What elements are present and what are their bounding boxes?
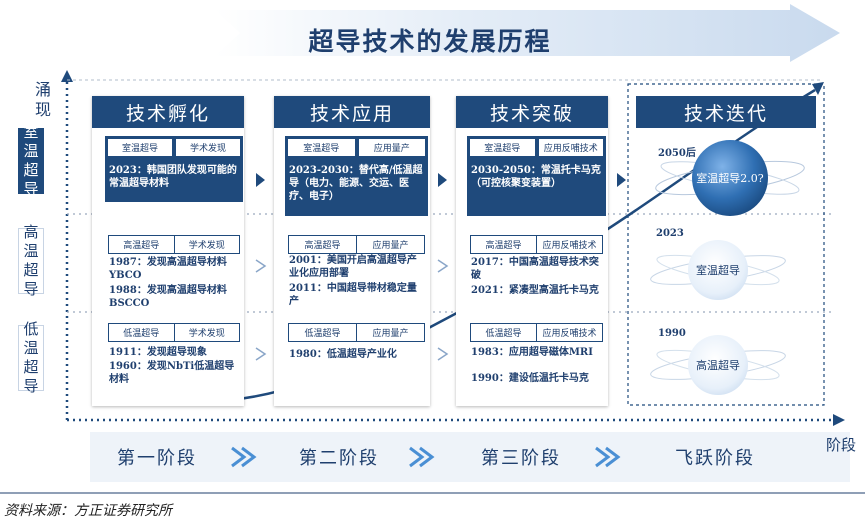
event-text: 1987：发现高温超导材料YBCO — [109, 257, 227, 281]
tag-type: 学术发现 — [176, 139, 240, 156]
stage-chevron-3a — [595, 446, 611, 468]
tag-category: 低温超导 — [471, 324, 537, 341]
tag-type: 应用反哺技术 — [537, 324, 602, 341]
phase-title-4: 技术迭代 — [636, 96, 816, 128]
chevron-dark-2 — [438, 173, 447, 187]
chevron-outline-4 — [437, 347, 449, 361]
row-label-high-temp: 高温超导 — [18, 223, 44, 298]
event-card-low-temp: 低温超导 应用反哺技术 1983：应用超导磁体MRI 1990：建设低温托卡马克 — [467, 320, 606, 400]
card-tags: 高温超导 学术发现 — [108, 235, 240, 254]
stage-chevron-1b — [241, 446, 257, 468]
milestone-label: 室温超导 — [696, 264, 740, 277]
source-note: 资料来源：方正证券研究所 — [4, 503, 172, 519]
header-arrow — [215, 4, 840, 62]
tag-category: 低温超导 — [109, 324, 175, 341]
event-text: 2001：美国开启高温超导产业化应用部署 — [289, 255, 417, 279]
x-axis-arrowhead — [833, 414, 845, 426]
milestone-year: 1990 — [658, 328, 686, 339]
stage-chevron-3b — [605, 446, 621, 468]
row-label-room-temp: 室温超导 — [18, 123, 44, 198]
sphere-room-temp-2 — [692, 140, 768, 216]
tag-type: 应用量产 — [357, 324, 424, 341]
card-tags: 高温超导 应用反哺技术 — [470, 235, 603, 254]
row-label-low-temp: 低温超导 — [18, 320, 44, 395]
tag-category: 室温超导 — [288, 139, 355, 156]
page-title: 超导技术的发展历程 — [308, 27, 552, 56]
card-tags: 室温超导 学术发现 — [108, 139, 240, 156]
x-axis-label: 阶段 — [826, 436, 857, 454]
tag-type: 学术发现 — [174, 236, 239, 253]
tag-category: 高温超导 — [289, 236, 357, 253]
phase-4-frame — [627, 83, 825, 406]
tag-category: 高温超导 — [109, 236, 175, 253]
card-tags: 室温超导 应用量产 — [288, 139, 425, 156]
chevron-outline-3 — [255, 347, 267, 361]
stage-label-4: 飞跃阶段 — [675, 448, 755, 469]
event-card-room-temp: 室温超导 学术发现 2023：韩国团队发现可能的常温超导材料 — [105, 136, 243, 202]
event-card-low-temp: 低温超导 学术发现 1911：发现超导现象 1960：发现NbTi低温超导材料 — [105, 320, 243, 400]
event-text: 1983：应用超导磁体MRI — [471, 347, 593, 358]
phase-title: 技术孵化 — [92, 96, 244, 128]
y-axis-arrowhead — [61, 70, 73, 82]
event-text: 2023：韩国团队发现可能的常温超导材料 — [109, 165, 237, 189]
event-text: 1960：发现NbTi低温超导材料 — [109, 361, 235, 385]
tag-type: 应用反哺技术 — [538, 139, 603, 156]
sphere-high-temp — [688, 335, 748, 395]
stage-label-3: 第三阶段 — [481, 448, 561, 469]
tag-category: 室温超导 — [470, 139, 535, 156]
milestone-label: 室温超导2.0? — [696, 172, 764, 185]
phase-card-2: 技术应用 室温超导 应用量产 2023-2030：替代高/低温超导（电力、能源、… — [274, 96, 430, 406]
event-text: 2030-2050：常温托卡马克（可控核聚变装置） — [471, 165, 601, 189]
event-text: 2011：中国超导带材稳定量产 — [289, 283, 417, 307]
event-card-high-temp: 高温超导 学术发现 1987：发现高温超导材料YBCO 1988：发现高温超导材… — [105, 232, 243, 314]
chevron-outline-1 — [255, 259, 267, 273]
phase-title: 技术应用 — [274, 96, 430, 128]
growth-curve-arrowhead — [812, 82, 824, 95]
tag-type: 应用反哺技术 — [537, 236, 602, 253]
card-tags: 低温超导 学术发现 — [108, 323, 240, 342]
event-text: 1911：发现超导现象 — [109, 347, 207, 358]
stage-band — [90, 432, 850, 482]
card-tags: 高温超导 应用量产 — [288, 235, 425, 254]
tag-category: 低温超导 — [289, 324, 357, 341]
milestone-label: 高温超导 — [696, 359, 740, 372]
card-tags: 低温超导 应用反哺技术 — [470, 323, 603, 342]
stage-label-1: 第一阶段 — [117, 448, 197, 469]
sphere-room-temp — [688, 240, 748, 300]
event-text: 1980：低温超导产业化 — [289, 349, 397, 360]
event-card-room-temp: 室温超导 应用反哺技术 2030-2050：常温托卡马克（可控核聚变装置） — [467, 136, 606, 216]
phase-card-3: 技术突破 室温超导 应用反哺技术 2030-2050：常温托卡马克（可控核聚变装… — [456, 96, 608, 406]
phase-card-1: 技术孵化 室温超导 学术发现 2023：韩国团队发现可能的常温超导材料 高温超导… — [92, 96, 244, 406]
chevron-dark-1 — [256, 173, 265, 187]
tag-type: 应用量产 — [358, 139, 425, 156]
event-card-high-temp: 高温超导 应用量产 2001：美国开启高温超导产业化应用部署 2011：中国超导… — [285, 232, 428, 314]
chevron-dark-3 — [617, 173, 626, 187]
milestone-year: 2050后 — [658, 148, 696, 159]
event-text: 1988：发现高温超导材料BSCCO — [109, 285, 227, 309]
stage-chevron-2b — [419, 446, 435, 468]
phase-title: 技术突破 — [456, 96, 608, 128]
stage-chevron-2a — [409, 446, 425, 468]
event-text: 2017：中国高温超导技术突破 — [471, 257, 599, 281]
tag-type: 学术发现 — [174, 324, 239, 341]
event-card-high-temp: 高温超导 应用反哺技术 2017：中国高温超导技术突破 2021：紧凑型高温托卡… — [467, 232, 606, 314]
event-card-low-temp: 低温超导 应用量产 1980：低温超导产业化 — [285, 320, 428, 400]
card-tags: 室温超导 应用反哺技术 — [470, 139, 603, 156]
y-axis-label: 涌现 — [34, 80, 51, 119]
chevron-outline-2 — [437, 259, 449, 273]
card-tags: 低温超导 应用量产 — [288, 323, 425, 342]
tag-category: 室温超导 — [108, 139, 172, 156]
stage-chevron-1a — [231, 446, 247, 468]
milestone-year: 2023 — [656, 228, 684, 239]
tag-type: 应用量产 — [357, 236, 424, 253]
event-text: 2021：紧凑型高温托卡马克 — [471, 285, 599, 296]
stage-label-2: 第二阶段 — [299, 448, 379, 469]
event-text: 2023-2030：替代高/低温超导（电力、能源、交运、医疗、电子） — [289, 165, 423, 202]
event-card-room-temp: 室温超导 应用量产 2023-2030：替代高/低温超导（电力、能源、交运、医疗… — [285, 136, 428, 216]
event-text: 1990：建设低温托卡马克 — [471, 373, 589, 384]
tag-category: 高温超导 — [471, 236, 537, 253]
